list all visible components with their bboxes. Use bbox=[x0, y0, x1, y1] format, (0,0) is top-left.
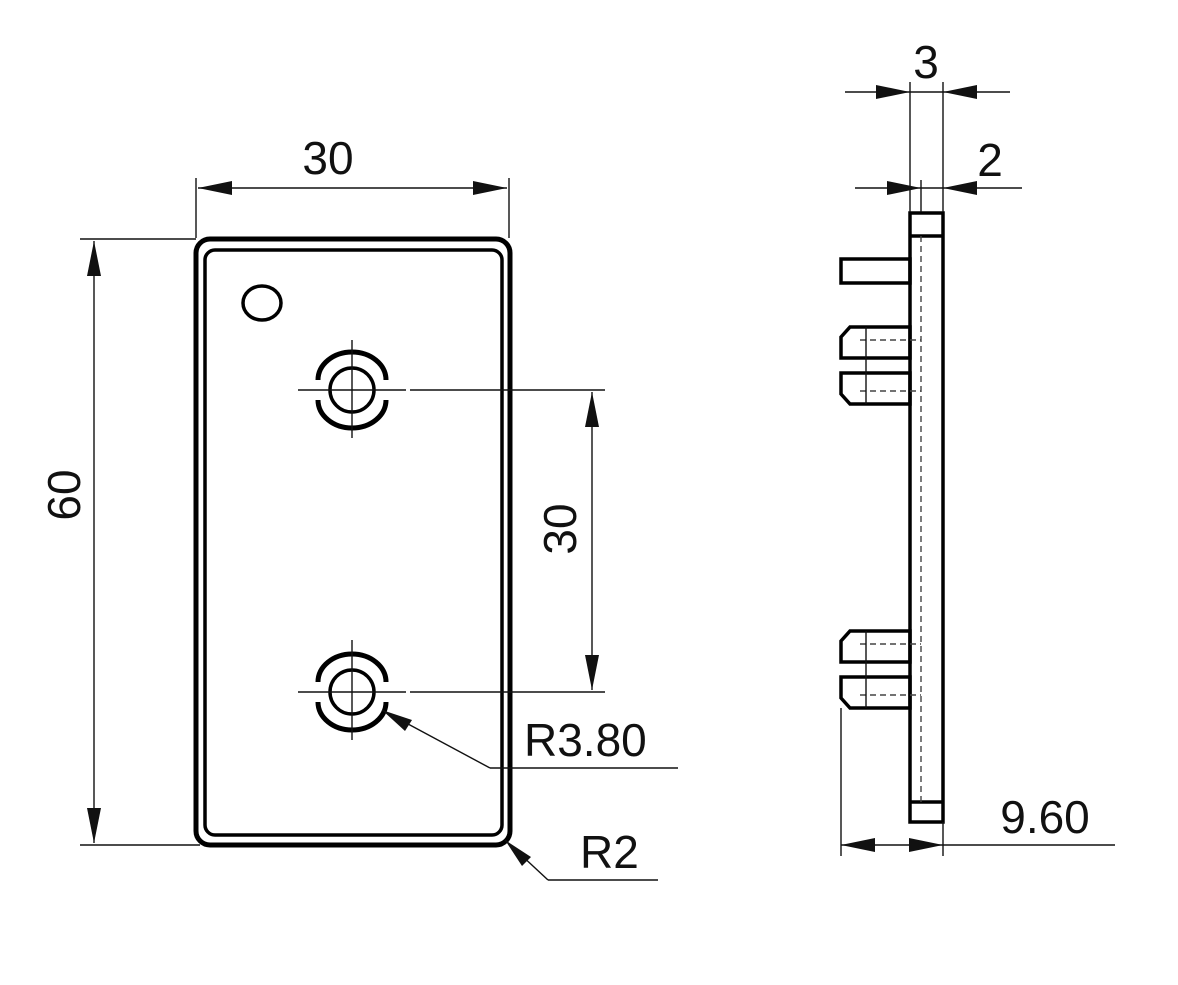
plate-inner-outline bbox=[203, 248, 504, 837]
overall-depth-dimension-text: 9.60 bbox=[1000, 791, 1090, 843]
corner-radius-callout-text: R2 bbox=[580, 826, 639, 878]
overall-depth-dimension: 9.60 bbox=[840, 708, 1115, 856]
upper-hole bbox=[298, 340, 406, 438]
corner-radius-callout: R2 bbox=[504, 826, 658, 881]
inner-thickness-dimension-text: 2 bbox=[977, 134, 1003, 186]
side-plate bbox=[908, 211, 945, 824]
side-view: 3 2 9.60 bbox=[839, 36, 1115, 856]
inner-thickness-dimension: 2 bbox=[855, 134, 1022, 212]
height-dimension-text: 60 bbox=[38, 469, 90, 520]
plate-thickness-dimension: 3 bbox=[845, 36, 1010, 212]
width-dimension: 30 bbox=[195, 132, 510, 238]
locating-hole bbox=[241, 284, 283, 322]
hole-spacing-dimension-text: 30 bbox=[534, 503, 586, 554]
lower-hole bbox=[298, 640, 406, 740]
front-view: 30 60 30 R3.80 bbox=[38, 132, 678, 881]
hole-spacing-dimension: 30 bbox=[410, 389, 605, 693]
plate-thickness-dimension-text: 3 bbox=[913, 36, 939, 88]
upper-pins bbox=[839, 325, 921, 406]
plate-outline bbox=[193, 236, 513, 848]
hole-radius-callout-text: R3.80 bbox=[524, 714, 647, 766]
side-tab bbox=[839, 257, 912, 285]
hole-radius-callout: R3.80 bbox=[381, 709, 678, 769]
width-dimension-text: 30 bbox=[302, 132, 353, 184]
height-dimension: 60 bbox=[38, 238, 200, 846]
lower-pins bbox=[839, 629, 921, 710]
